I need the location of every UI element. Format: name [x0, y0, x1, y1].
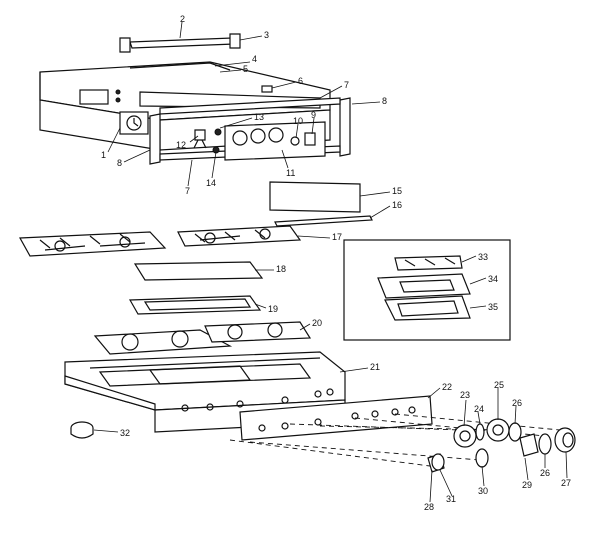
- label-part-14: 14: [206, 178, 216, 188]
- label-part-17: 17: [332, 232, 342, 242]
- griddle-inset-box: [343, 239, 511, 341]
- label-part-2: 2: [180, 14, 185, 24]
- label-part-11: 11: [286, 168, 295, 178]
- label-part-25: 25: [494, 380, 504, 390]
- label-part-3: 3: [264, 30, 269, 40]
- label-part-8b: 8: [117, 158, 122, 168]
- leader-lines: [93, 21, 568, 503]
- label-part-31: 31: [446, 494, 456, 504]
- label-part-28: 28: [424, 502, 434, 512]
- label-part-33: 33: [478, 252, 488, 262]
- label-part-22: 22: [442, 382, 452, 392]
- control-manifold-panel: [239, 395, 433, 441]
- glass-panel: [269, 181, 373, 227]
- label-part-6: 6: [298, 76, 303, 86]
- label-part-24: 24: [474, 404, 484, 414]
- label-part-10: 10: [293, 116, 303, 126]
- label-part-7b: 7: [185, 186, 190, 196]
- clock-module: [119, 111, 149, 135]
- label-part-26a: 26: [512, 398, 522, 408]
- label-part-23: 23: [460, 390, 470, 400]
- label-part-8a: 8: [382, 96, 387, 106]
- label-part-26b: 26: [540, 468, 550, 478]
- label-part-21: 21: [370, 362, 380, 372]
- switch-panel: [224, 121, 326, 161]
- label-part-19: 19: [268, 304, 278, 314]
- label-part-30: 30: [478, 486, 488, 496]
- label-part-12: 12: [176, 140, 186, 150]
- drip-trays: [93, 261, 312, 355]
- label-part-16: 16: [392, 200, 402, 210]
- leveling-foot: [70, 421, 94, 439]
- valve-components: [427, 418, 576, 473]
- label-part-27: 27: [561, 478, 571, 488]
- label-part-29: 29: [522, 480, 532, 490]
- burner-grates: [19, 225, 302, 257]
- top-rod: [119, 33, 241, 53]
- label-part-4: 4: [252, 54, 257, 64]
- label-part-7a: 7: [344, 80, 349, 90]
- part-number-labels: 2 3 4 5 6 7 8 1 8 9 10 11 12 13 14 7 15 …: [101, 14, 571, 512]
- label-part-18: 18: [276, 264, 286, 274]
- small-hardware: [193, 128, 222, 154]
- side-trims: [149, 97, 351, 165]
- label-part-15: 15: [392, 186, 402, 196]
- label-part-13: 13: [254, 112, 264, 122]
- label-part-32: 32: [120, 428, 130, 438]
- label-part-20: 20: [312, 318, 322, 328]
- label-part-1: 1: [101, 150, 106, 160]
- label-part-5: 5: [243, 64, 248, 74]
- label-part-34: 34: [488, 274, 498, 284]
- label-part-9: 9: [311, 110, 316, 120]
- label-part-35: 35: [488, 302, 498, 312]
